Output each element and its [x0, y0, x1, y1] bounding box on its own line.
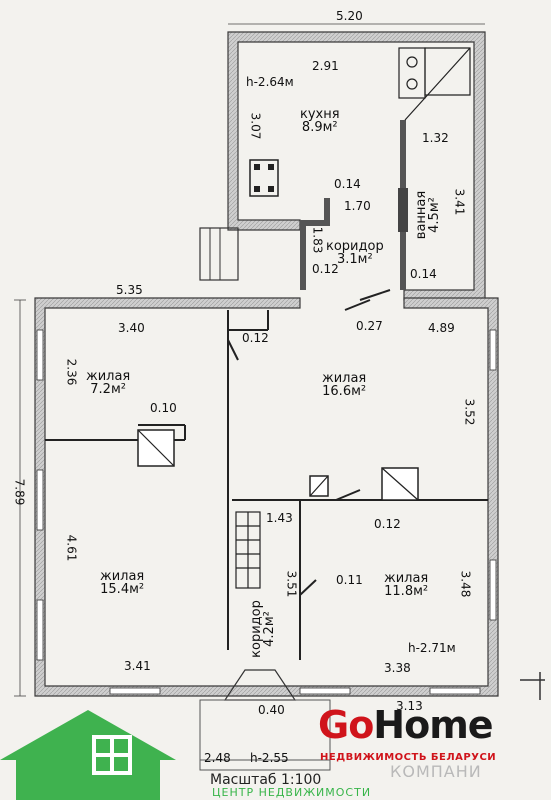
dim-170: 1.70: [344, 199, 371, 213]
sink-icon: [398, 188, 408, 232]
porch: [199, 227, 239, 281]
chimney-icon: [309, 475, 329, 497]
dim-overall-height: 7.89: [12, 478, 27, 506]
table-icon: [249, 159, 279, 197]
heater-icon-2: [381, 467, 419, 501]
dim-040: 0.40: [258, 703, 285, 717]
dim-014-a: 0.14: [334, 177, 361, 191]
dim-kitchen-depth: 3.07: [248, 112, 263, 140]
room-living-2-name: жилая: [322, 371, 367, 386]
dim-248: 2.48: [204, 751, 231, 765]
room-kitchen: кухня 8.9м²: [300, 108, 340, 134]
dim-489: 4.89: [428, 321, 455, 335]
room-living-3-area: 15.4м²: [100, 582, 145, 597]
staircase: [235, 511, 261, 589]
dim-top-width: 5.20: [336, 9, 363, 23]
room-corridor-top: коридор 3.1м²: [326, 240, 384, 266]
room-corridor-top-name: коридор: [326, 239, 384, 254]
dimension-line-height: [14, 299, 26, 697]
bathtub-icon: [404, 47, 471, 121]
kitchen-height: h-2.64м: [246, 75, 294, 89]
footer-partial-height: h-2.55: [250, 751, 289, 765]
room-living-2: жилая 16.6м²: [322, 372, 366, 398]
room-living-3-name: жилая: [100, 569, 145, 584]
faded-sub-text: ЦЕНТР НЕДВИЖИМОСТИ: [212, 786, 372, 799]
dim-341: 3.41: [124, 659, 151, 673]
main-height: h-2.71м: [408, 641, 456, 655]
room-living-2-area: 16.6м²: [322, 384, 367, 399]
dim-011: 0.11: [336, 573, 363, 587]
dim-236: 2.36: [64, 358, 79, 386]
room-corridor-top-area: 3.1м²: [337, 252, 373, 267]
room-living-4-area: 11.8м²: [384, 584, 429, 599]
dim-352: 3.52: [462, 398, 477, 426]
stove-icon: [398, 47, 426, 99]
dim-kitchen-width: 2.91: [312, 59, 339, 73]
scale-note: Масштаб 1:100: [210, 772, 322, 788]
dim-bath-depth: 3.41: [452, 188, 467, 216]
logo-go-text: Go: [318, 703, 374, 747]
logo-house-icon: [0, 710, 176, 800]
dim-340: 3.40: [118, 321, 145, 335]
dim-012-a: 0.12: [312, 262, 339, 276]
dim-313: 3.13: [396, 699, 423, 713]
gohome-logo: GoHome: [318, 703, 494, 747]
room-kitchen-area: 8.9м²: [301, 120, 338, 135]
room-living-4-name: жилая: [384, 571, 429, 586]
room-bathroom: ванная 4.5м²: [414, 191, 443, 239]
room-corridor-bottom-area: 4.2м²: [261, 611, 277, 647]
faded-brand-text: КОМПАНИ: [390, 762, 482, 781]
corner-marker: [520, 672, 545, 700]
dim-012-c: 0.12: [374, 517, 401, 531]
lower-strip: [199, 699, 331, 771]
main-walls: [34, 297, 499, 697]
room-bathroom-area: 4.5м²: [427, 197, 443, 233]
logo-home-text: Home: [373, 703, 493, 747]
dim-535: 5.35: [116, 283, 143, 297]
heater-icon: [137, 429, 175, 467]
room-kitchen-name: кухня: [300, 107, 340, 122]
room-living-4: жилая 11.8м²: [384, 572, 428, 598]
room-corridor-bottom: коридор 4.2м²: [249, 600, 277, 658]
dim-bath-width: 1.32: [422, 131, 449, 145]
dim-351: 3.51: [284, 570, 299, 598]
dim-010: 0.10: [150, 401, 177, 415]
dim-338: 3.38: [384, 661, 411, 675]
room-living-1-name: жилая: [86, 369, 131, 384]
dim-348: 3.48: [458, 570, 473, 598]
dim-027: 0.27: [356, 319, 383, 333]
dim-143: 1.43: [266, 511, 293, 525]
dim-183: 1.83: [310, 226, 325, 254]
room-living-3: жилая 15.4м²: [100, 570, 144, 596]
room-living-1: жилая 7.2м²: [86, 370, 130, 396]
logo-subtitle: НЕДВИЖИМОСТЬ БЕЛАРУСИ: [320, 752, 497, 763]
dim-014-b: 0.14: [410, 267, 437, 281]
dim-461: 4.61: [64, 534, 79, 562]
dim-012-b: 0.12: [242, 331, 269, 345]
room-living-1-area: 7.2м²: [90, 382, 126, 397]
